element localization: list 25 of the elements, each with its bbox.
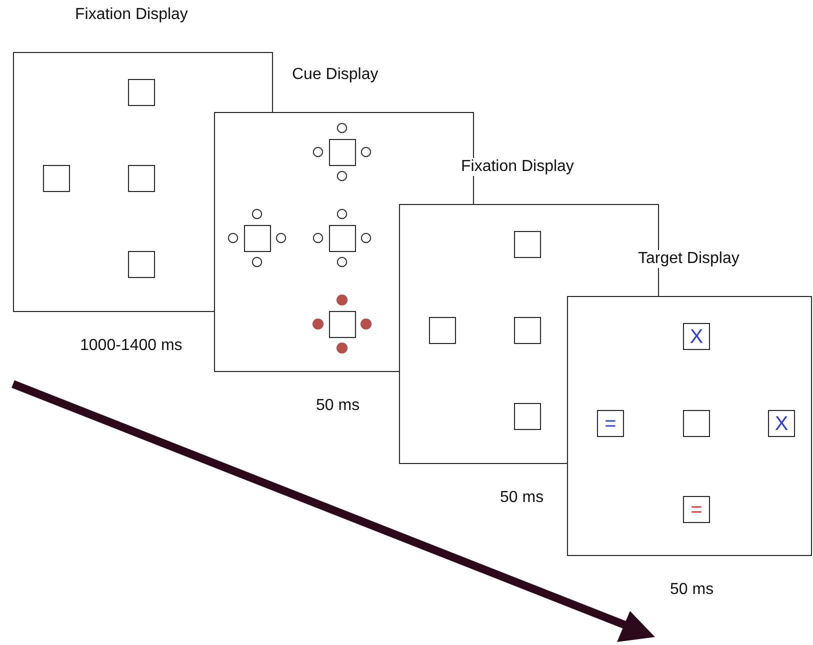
placeholder-box: [128, 79, 155, 106]
duration-label: 50 ms: [316, 397, 360, 415]
duration-label: 50 ms: [500, 489, 544, 507]
placeholder-box: [128, 165, 155, 192]
placeholder-box: [329, 139, 356, 166]
duration-label: 50 ms: [670, 581, 714, 599]
placeholder-box: [329, 311, 356, 338]
placeholder-box: [244, 225, 271, 252]
stimulus-box: =: [597, 410, 624, 437]
placeholder-box: [514, 403, 541, 430]
placeholder-box: [683, 410, 710, 437]
stimulus-box: X: [768, 410, 795, 437]
placeholder-box: [429, 317, 456, 344]
stimulus-box: X: [683, 323, 710, 350]
duration-label: 1000-1400 ms: [80, 337, 182, 355]
placeholder-box: [514, 231, 541, 258]
panel-heading: Cue Display: [290, 66, 380, 84]
panel-heading: Fixation Display: [459, 158, 576, 176]
placeholder-box: [329, 225, 356, 252]
panel-heading: Fixation Display: [73, 6, 190, 24]
placeholder-box: [128, 251, 155, 278]
placeholder-box: [43, 165, 70, 192]
panel-heading: Target Display: [636, 250, 742, 268]
stimulus-box: =: [683, 496, 710, 523]
placeholder-box: [514, 317, 541, 344]
